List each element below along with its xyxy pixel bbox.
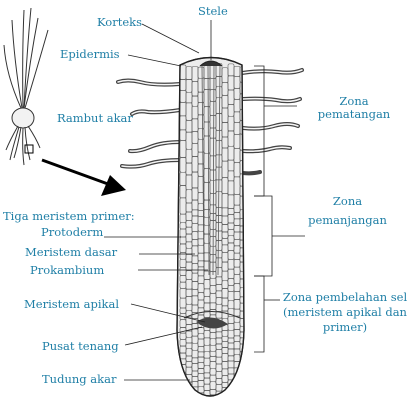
cell	[179, 390, 187, 396]
label-rambut-akar: Rambut akar	[57, 111, 133, 125]
zona-pemanjangan-line2: pemanjangan	[308, 213, 387, 227]
label-tudung-akar: Tudung akar	[42, 372, 117, 386]
zona-pematangan-line2: pematangan	[317, 107, 391, 121]
cell	[233, 386, 241, 394]
label-zona-pematangan: Zona pematangan	[304, 95, 404, 121]
label-meristem-apikal: Meristem apikal	[24, 297, 120, 311]
zona-pemanjangan-line1: Zona	[332, 194, 363, 208]
cell	[204, 399, 210, 406]
label-epidermis: Epidermis	[60, 47, 120, 61]
label-tiga-meristem: Tiga meristem primer:	[3, 209, 135, 223]
cell	[239, 391, 244, 396]
cell	[239, 385, 244, 392]
label-protoderm: Protoderm	[41, 225, 104, 239]
label-zona-pemanjangan: Zona pemanjangan	[300, 195, 395, 227]
label-meristem-dasar: Meristem dasar	[25, 245, 118, 259]
cell	[227, 387, 235, 395]
cell	[228, 400, 234, 407]
cell	[233, 381, 241, 388]
cell	[234, 400, 240, 406]
cell	[185, 389, 193, 396]
cell	[227, 394, 235, 396]
cell	[198, 400, 204, 408]
label-zona-pembelahan: Zona pembelahan sel (meristem apikal dan…	[280, 290, 410, 335]
zona-pematangan-line1: Zona	[339, 94, 369, 108]
label-korteks: Korteks	[97, 15, 143, 29]
root-body	[176, 56, 246, 408]
cell	[240, 399, 246, 406]
cell	[179, 384, 187, 392]
cell	[197, 392, 205, 396]
label-pusat-tenang: Pusat tenang	[42, 339, 119, 353]
label-stele: Stele	[198, 4, 228, 18]
zona-pembelahan-line2: (meristem apikal dan	[283, 305, 407, 319]
cell	[239, 366, 244, 373]
cell	[191, 391, 199, 396]
cell	[179, 378, 187, 385]
pointer-lines	[104, 20, 305, 381]
pointer-arrow	[41, 158, 126, 196]
cell	[209, 394, 217, 396]
cell	[180, 397, 186, 402]
cell	[221, 393, 229, 396]
zona-pembelahan-line1: Zona pembelahan sel	[282, 290, 408, 304]
cell	[239, 378, 244, 387]
cell	[216, 396, 222, 403]
cell	[233, 393, 241, 396]
cell	[239, 372, 244, 380]
zona-pembelahan-line3: primer)	[322, 320, 368, 334]
cell	[222, 399, 228, 405]
seedling-illustration	[3, 7, 49, 166]
cell	[192, 399, 198, 406]
cell	[186, 398, 192, 406]
label-prokambium: Prokambium	[30, 263, 105, 277]
